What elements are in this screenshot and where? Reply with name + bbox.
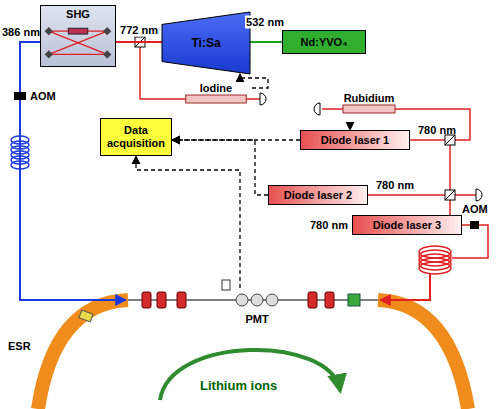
cavity-beam bbox=[49, 31, 107, 54]
wavelength-label: 532 nm bbox=[245, 16, 285, 29]
pmt-tube bbox=[266, 294, 278, 306]
node-text: Ti:Sa bbox=[191, 36, 220, 50]
vapor-cell bbox=[343, 105, 395, 113]
mirror bbox=[103, 27, 111, 35]
diode-laser-box: Diode laser 3 bbox=[352, 215, 462, 235]
uv-beam bbox=[20, 42, 126, 300]
pump-laser-box: Nd:YVO₄ bbox=[282, 30, 366, 54]
quadrupole bbox=[142, 292, 151, 308]
beam-splitter bbox=[445, 190, 455, 200]
wavelength-label: 772 nm bbox=[119, 24, 159, 37]
beam-splitter bbox=[445, 135, 455, 145]
rubidium-cell: Rubidium bbox=[338, 90, 400, 125]
node-text: SHG bbox=[66, 8, 90, 21]
mirror bbox=[45, 50, 53, 58]
text-label: ESR bbox=[8, 340, 31, 353]
photodiode bbox=[476, 189, 482, 201]
laser-beam bbox=[250, 41, 282, 43]
quadrupole bbox=[177, 292, 186, 308]
fiber-coil bbox=[11, 136, 29, 169]
cavity-beam bbox=[49, 54, 107, 55]
node-text: Diode laser 3 bbox=[373, 219, 441, 232]
diode-laser-box: Diode laser 2 bbox=[268, 185, 368, 205]
pmt-tube bbox=[251, 294, 263, 306]
ring-element bbox=[79, 310, 93, 322]
text-label: Lithium ions bbox=[200, 378, 277, 394]
iodine-cell: Iodine bbox=[180, 80, 252, 115]
quadrupole bbox=[325, 292, 334, 308]
text-label: AOM bbox=[462, 203, 488, 216]
quadrupole bbox=[308, 292, 317, 308]
dipole-arc bbox=[378, 300, 468, 409]
node-text: Rubidium bbox=[344, 92, 395, 105]
text-label: 780 nm bbox=[376, 179, 414, 192]
node-text: Data acquisition bbox=[104, 124, 168, 150]
daq-box: Data acquisition bbox=[100, 118, 172, 156]
node-text: PMT bbox=[245, 313, 268, 326]
node-text: Iodine bbox=[200, 82, 232, 95]
quadrupole bbox=[157, 292, 166, 308]
signal-line bbox=[240, 74, 268, 88]
mirror bbox=[45, 27, 53, 35]
diode-laser-box: Diode laser 1 bbox=[300, 130, 410, 150]
text-label: 780 nm bbox=[418, 124, 456, 137]
tisa-laser: Ti:Sa bbox=[162, 12, 250, 74]
aom bbox=[14, 92, 26, 100]
signal-line bbox=[172, 140, 268, 195]
shg-cavity-box: SHG bbox=[40, 5, 116, 67]
laser-beam bbox=[449, 140, 451, 195]
fiber-coil bbox=[419, 246, 451, 274]
pmt-tube bbox=[236, 294, 248, 306]
laser-beam bbox=[116, 41, 162, 43]
cavity-beam bbox=[49, 31, 107, 54]
node-text: Diode laser 2 bbox=[284, 189, 352, 202]
mirror bbox=[103, 50, 111, 58]
pmt-detector: PMT bbox=[232, 288, 282, 328]
beam-splitter bbox=[445, 135, 455, 145]
text-label: 386 nm bbox=[2, 26, 40, 39]
node-text: Diode laser 1 bbox=[321, 134, 389, 147]
crystal bbox=[68, 28, 87, 34]
signal-line bbox=[136, 156, 240, 288]
node-text: Nd:YVO₄ bbox=[301, 36, 348, 49]
detector bbox=[222, 280, 230, 290]
beam-splitter bbox=[445, 190, 455, 200]
text-label: AOM bbox=[30, 90, 56, 103]
beam-element bbox=[348, 294, 360, 306]
text-label: 780 nm bbox=[310, 219, 348, 232]
photodiode bbox=[314, 103, 320, 115]
laser-beam bbox=[380, 274, 430, 300]
aom bbox=[470, 221, 479, 229]
photodiode bbox=[260, 93, 266, 105]
laser-beam bbox=[368, 194, 476, 196]
vapor-cell bbox=[186, 95, 246, 103]
dipole-arc bbox=[38, 300, 128, 409]
tisa-outline bbox=[162, 12, 250, 74]
ion-direction-arrow bbox=[160, 350, 340, 400]
